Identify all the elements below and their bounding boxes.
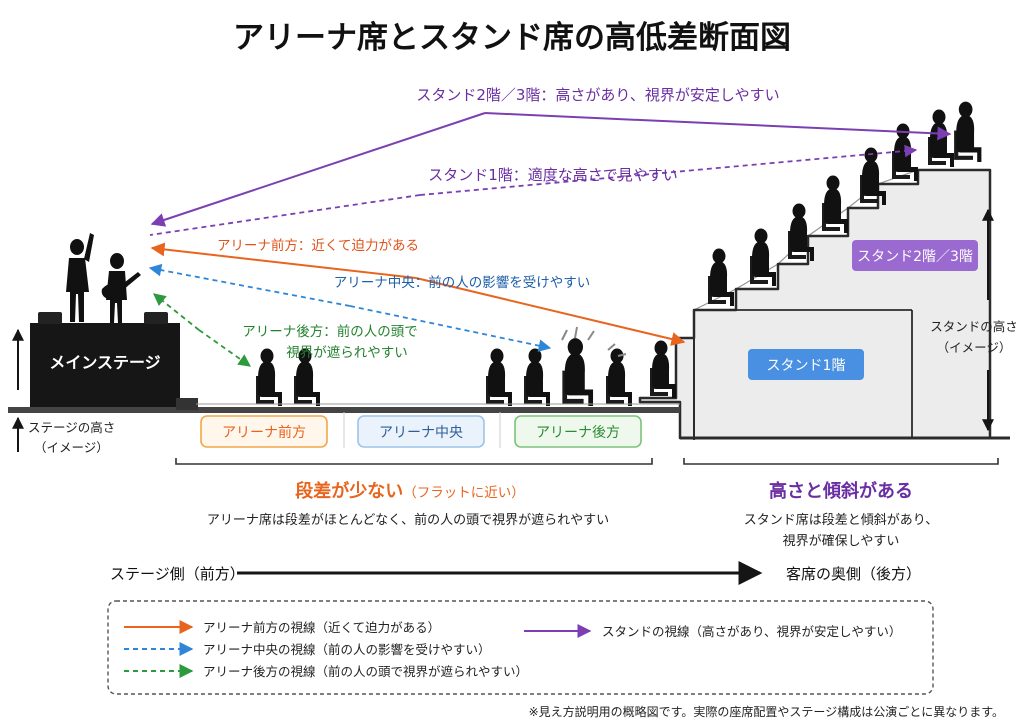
stand-tier-upper: スタンド2階／3階 (852, 240, 978, 271)
arena-note-heading: 段差が少ない (295, 480, 403, 502)
arena-bracket (175, 458, 653, 465)
sightline-stand-upper-label: スタンド2階／3階：高さがあり、視界が安定しやすい (416, 86, 779, 104)
arena-note: 段差が少ない（フラットに近い） アリーナ席は段差がほとんどなく、前の人の頭で視界… (207, 480, 609, 528)
stage-height-label-sub: （イメージ） (34, 440, 109, 455)
arena-zone-back: アリーナ後方 (514, 415, 642, 448)
legend-item-stand: スタンドの視線（高さがあり、視界が安定しやすい） (524, 624, 901, 639)
footnote: ※見え方説明用の概略図です。実際の座席配置やステージ構成は公演ごとに異なります。 (529, 704, 1004, 719)
sightline-arena-center: アリーナ中央：前の人の影響を受けやすい (148, 263, 591, 352)
arena-zone-front: アリーナ前方 (200, 415, 328, 448)
sightline-stand-lower-label: スタンド1階：適度な高さで見やすい (428, 166, 678, 184)
stand-tier-lower: スタンド1階 (748, 349, 864, 380)
sightline-stand-upper: スタンド2階／3階：高さがあり、視界が安定しやすい (150, 86, 952, 227)
legend-item-arena-center: アリーナ中央の視線（前の人の影響を受けやすい） (124, 642, 491, 657)
sightline-arena-back: アリーナ後方：前の人の頭で 視界が遮られやすい (153, 293, 418, 367)
stand-note-body-sub: 視界が確保しやすい (783, 533, 900, 549)
stage-height-indicator: ステージの高さ （イメージ） (12, 328, 115, 455)
axis-left-label: ステージ側（前方） (110, 565, 245, 583)
stage-height-label: ステージの高さ (28, 420, 115, 435)
arena-audience (256, 326, 676, 406)
direction-axis: ステージ側（前方） 客席の奥側（後方） (110, 561, 921, 585)
legend-label-arena-front: アリーナ前方の視線（近くて迫力がある） (203, 620, 440, 635)
sightline-arena-back-label: アリーナ後方：前の人の頭で (242, 323, 418, 340)
axis-right-label: 客席の奥側（後方） (786, 565, 921, 583)
stand-height-label-sub: （イメージ） (937, 340, 1012, 355)
legend: アリーナ前方の視線（近くて迫力がある） アリーナ中央の視線（前の人の影響を受けや… (107, 600, 934, 695)
svg-text:段差が少ない（フラットに近い）: 段差が少ない（フラットに近い） (295, 480, 525, 502)
legend-label-arena-back: アリーナ後方の視線（前の人の頭で視界が遮られやすい） (203, 664, 528, 679)
sightline-stand-lower: スタンド1階：適度な高さで見やすい (149, 144, 918, 236)
arena-note-body: アリーナ席は段差がほとんどなく、前の人の頭で視界が遮られやすい (207, 512, 609, 528)
stand-height-label: スタンドの高さ (930, 319, 1018, 334)
performer-singer (66, 233, 94, 322)
arena-note-heading-sub: （フラットに近い） (403, 485, 525, 501)
sightline-arena-front-label: アリーナ前方：近くて迫力がある (217, 237, 419, 254)
stand-structure (638, 168, 992, 440)
stand-height-indicator: スタンドの高さ （イメージ） (930, 208, 1018, 432)
arena-zone-center: アリーナ中央 (357, 415, 485, 448)
stand-note-body: スタンド席は段差と傾斜があり、 (744, 512, 938, 528)
sightline-arena-back-label-sub: 視界が遮られやすい (286, 345, 408, 361)
sightline-arena-front: アリーナ前方：近くて迫力がある (150, 237, 686, 346)
legend-item-arena-front: アリーナ前方の視線（近くて迫力がある） (124, 620, 440, 635)
main-stage: メインステージ (30, 312, 198, 410)
legend-item-arena-back: アリーナ後方の視線（前の人の頭で視界が遮られやすい） (124, 664, 528, 679)
stage-label: メインステージ (49, 353, 160, 372)
arena-zone-center-label: アリーナ中央 (379, 425, 463, 441)
legend-label-stand: スタンドの視線（高さがあり、視界が安定しやすい） (602, 624, 901, 639)
stand-bracket (683, 458, 999, 465)
arena-zone-front-label: アリーナ前方 (222, 424, 306, 441)
sightline-arena-center-label: アリーナ中央：前の人の影響を受けやすい (334, 274, 591, 291)
legend-label-arena-center: アリーナ中央の視線（前の人の影響を受けやすい） (203, 642, 491, 657)
stand-note-heading: 高さと傾斜がある (769, 480, 913, 502)
stand-tier-lower-label: スタンド1階 (767, 358, 846, 374)
stand-tier-upper-label: スタンド2階／3階 (857, 249, 973, 265)
stand-note: 高さと傾斜がある スタンド席は段差と傾斜があり、 視界が確保しやすい (744, 480, 938, 549)
page-title: アリーナ席とスタンド席の高低差断面図 (233, 20, 791, 56)
performer-guitarist (101, 253, 141, 323)
arena-zone-back-label: アリーナ後方 (536, 425, 620, 441)
